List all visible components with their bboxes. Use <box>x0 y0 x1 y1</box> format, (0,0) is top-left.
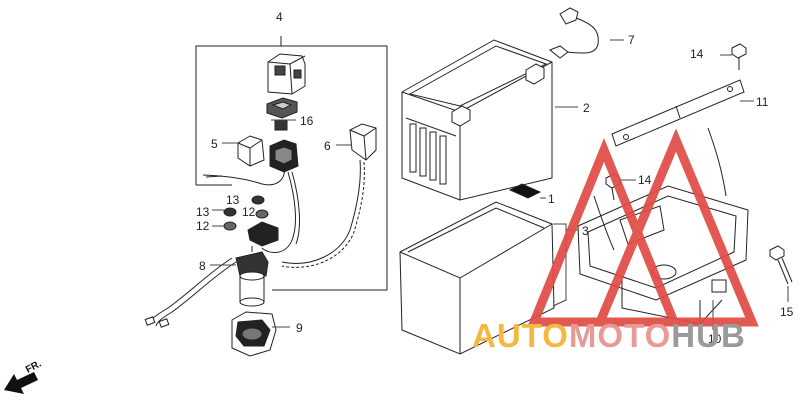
bolt-14-top <box>731 43 747 70</box>
leader-lines <box>210 39 789 330</box>
watermark-part-auto: AUTO <box>472 317 569 354</box>
watermark-text: AUTOMOTOHUB <box>472 318 746 354</box>
watermark-logo <box>527 128 759 327</box>
callout-12-lower: 12 <box>196 219 210 233</box>
terminal-nuts <box>223 195 269 231</box>
battery <box>401 39 553 201</box>
callout-4: 4 <box>276 10 283 24</box>
callout-14-top: 14 <box>690 47 704 61</box>
callout-12-upper: 12 <box>242 205 256 219</box>
battery-spacer <box>508 183 542 199</box>
callout-8: 8 <box>199 259 206 273</box>
callout-13-upper: 13 <box>226 193 240 207</box>
rubber-mount <box>231 311 277 357</box>
terminal-cap-5 <box>237 135 265 167</box>
callout-14-mid: 14 <box>638 173 652 187</box>
fuse <box>274 119 288 131</box>
battery-case <box>399 201 555 355</box>
terminal-cap-6 <box>349 123 377 161</box>
callout-5: 5 <box>211 137 218 151</box>
solenoid-boot <box>247 221 279 247</box>
relay <box>267 53 306 95</box>
callout-15: 15 <box>780 305 794 319</box>
watermark-part-hub: HUB <box>671 317 746 354</box>
battery-band <box>611 79 745 147</box>
bolt-15 <box>769 245 793 285</box>
relay-rubber <box>266 97 298 119</box>
callout-11: 11 <box>756 95 769 109</box>
callout-9: 9 <box>296 321 303 335</box>
callout-3: 3 <box>582 224 589 238</box>
callout-16: 16 <box>300 114 314 128</box>
relay-connector <box>269 139 299 173</box>
group-frame <box>195 36 388 291</box>
watermark-part-moto: MOTO <box>568 317 672 354</box>
callout-13-lower: 13 <box>196 205 210 219</box>
battery-cable <box>549 7 599 59</box>
front-direction-arrow <box>4 372 38 394</box>
callout-7: 7 <box>628 33 635 47</box>
callout-2: 2 <box>583 101 590 115</box>
callout-10: 10 <box>708 332 722 346</box>
starter-magnetic-switch <box>235 246 269 307</box>
callout-6: 6 <box>324 139 331 153</box>
callout-1: 1 <box>548 192 555 206</box>
wire-harness <box>144 159 365 328</box>
